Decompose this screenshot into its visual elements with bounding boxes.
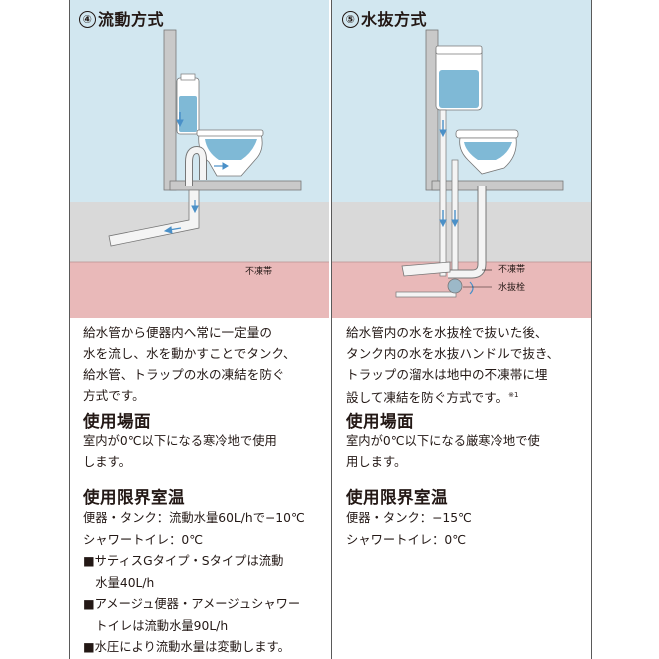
flow-limit-line: シャワートイレ：0℃	[83, 532, 204, 547]
flow-usage-line: 室内が0℃以下になる寒冷地で使用	[83, 434, 277, 448]
flow-usage-heading: 使用場面	[83, 412, 151, 431]
toilet-bowl	[455, 129, 519, 175]
flow-limit-line: ■サティスGタイプ・Sタイプは流動	[83, 554, 284, 568]
flow-limit-line: トイレは流動水量90L/h	[83, 618, 229, 633]
wall	[163, 29, 177, 191]
drain-description-line: タンク内の水を水抜ハンドルで抜き、	[346, 346, 560, 361]
drain-valve-label: 水抜栓	[498, 281, 525, 293]
floor-slab	[431, 180, 564, 191]
drain-usage-line: 室内が0℃以下になる厳寒冷地で使	[346, 434, 540, 448]
freeze-zone-label: 不凍帯	[245, 265, 272, 277]
drain-arrows	[439, 120, 459, 228]
toilet-bowl	[196, 129, 264, 177]
drain-limit-line: シャワートイレ：0℃	[346, 532, 467, 547]
panel-border-left	[69, 0, 70, 659]
flow-description-line: 給水管から便器内へ常に一定量の	[83, 325, 272, 340]
flow-limit-text: 便器・タンク：流動水量60L/hで−10℃ シャワートイレ：0℃ ■サティスGタ…	[83, 508, 305, 659]
drain-limit-heading: 使用限界室温	[346, 488, 448, 507]
drain-usage-heading: 使用場面	[346, 412, 414, 431]
flow-method-description: 給水管から便器内へ常に一定量の 水を流し、水を動かすことでタンク、 給水管、トラ…	[83, 322, 296, 406]
flow-limit-line: 水量40L/h	[83, 575, 155, 590]
flow-description-line: 方式です。	[83, 388, 145, 403]
flow-limit-line: ■水圧により流動水量は変動します。	[83, 640, 290, 654]
drain-method-title-text: 水抜方式	[361, 10, 428, 29]
footnote-mark: ※1	[508, 391, 519, 399]
drain-description-text: 設して凍結を防ぐ方式です。	[346, 390, 509, 405]
drain-description-line: トラップの溜水は地中の不凍帯に埋	[346, 367, 548, 382]
flow-description-line: 水を流し、水を動かすことでタンク、	[83, 346, 296, 361]
drain-usage-text: 室内が0℃以下になる厳寒冷地で使 用します。	[346, 431, 540, 473]
panel-divider	[331, 0, 332, 659]
drain-method-description: 給水管内の水を水抜栓で抜いた後、 タンク内の水を水抜ハンドルで抜き、 トラップの…	[346, 322, 559, 408]
drain-method-number: ⑤	[342, 11, 359, 28]
flow-method-title-text: 流動方式	[98, 10, 165, 29]
floor-slab	[169, 180, 302, 191]
drain-description-line: 給水管内の水を水抜栓で抜いた後、	[346, 325, 548, 340]
flow-limit-line: ■アメージュ便器・アメージュシャワー	[83, 597, 301, 611]
flow-usage-text: 室内が0℃以下になる寒冷地で使用 します。	[83, 431, 277, 473]
drain-description-line: 設して凍結を防ぐ方式です。※1	[346, 385, 559, 408]
drain-pipe	[401, 261, 451, 277]
flow-method-illustration: 不凍帯	[69, 0, 329, 318]
panel-border-right	[591, 0, 592, 659]
drain-method-illustration: 不凍帯 水抜栓	[332, 0, 591, 318]
flow-limit-line: 便器・タンク：流動水量60L/hで−10℃	[83, 511, 305, 525]
freeze-zone	[69, 262, 329, 318]
flow-arrows	[163, 112, 229, 234]
drain-usage-line: 用します。	[346, 455, 407, 469]
flow-usage-line: します。	[83, 455, 131, 469]
flow-limit-heading: 使用限界室温	[83, 488, 185, 507]
drain-limit-line: 便器・タンク：−15℃	[346, 511, 472, 525]
freeze-zone-label: 不凍帯	[498, 263, 525, 275]
drain-valve	[447, 278, 474, 295]
ground-area	[332, 202, 591, 262]
flow-description-line: 給水管、トラップの水の凍結を防ぐ	[83, 367, 285, 382]
drain-pipe	[108, 189, 200, 247]
toilet-tank	[435, 45, 483, 111]
flow-method-number: ④	[79, 11, 96, 28]
drain-limit-text: 便器・タンク：−15℃ シャワートイレ：0℃	[346, 508, 472, 551]
